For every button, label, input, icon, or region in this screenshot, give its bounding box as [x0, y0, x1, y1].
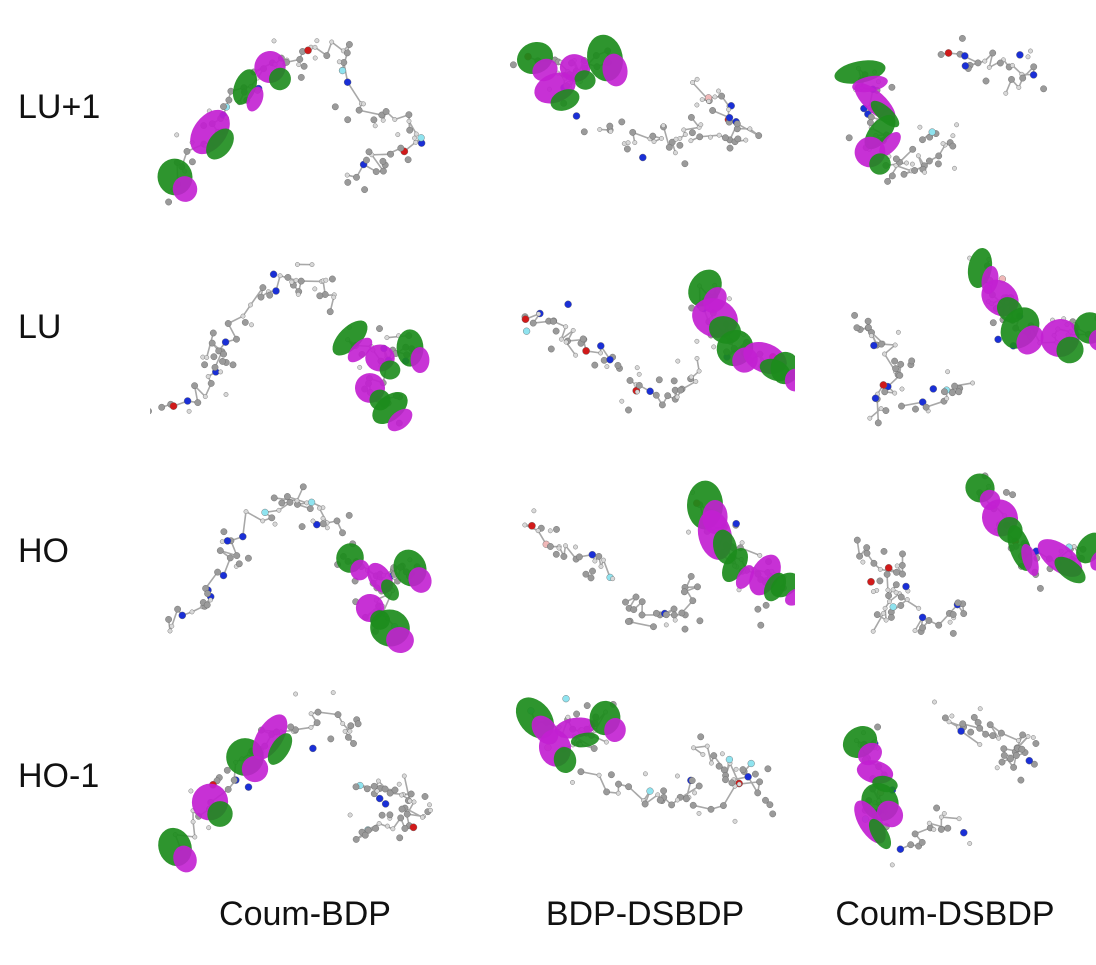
- orbital-cell-ho-coum-dsbdp: [820, 458, 1096, 658]
- orbital-cell-ho-coum-bdp: [150, 458, 450, 658]
- orbital-cell-ho-1-coum-dsbdp: [820, 682, 1096, 882]
- orbital-cell-lu-coum-dsbdp: [820, 238, 1096, 445]
- orbital-cell-lu-plus-1-coum-bdp: [150, 12, 450, 212]
- orbital-lobes: [687, 480, 805, 606]
- row-label-ho: HO: [18, 532, 69, 570]
- column-label-coum-bdp: Coum-BDP: [219, 895, 391, 933]
- orbital-lobes: [515, 697, 626, 774]
- column-label-coum-dsbdp: Coum-DSBDP: [835, 895, 1055, 933]
- row-label-lu-plus-1: LU+1: [18, 88, 101, 126]
- column-label-bdp-dsbdp: BDP-DSBDP: [545, 895, 745, 933]
- molecule-render: [851, 247, 1096, 445]
- row-label-ho-1: HO-1: [18, 757, 100, 795]
- orbital-cell-lu-coum-bdp: [127, 238, 450, 438]
- molecule-render: [834, 34, 1048, 185]
- orbital-lobes: [336, 543, 432, 653]
- orbital-cell-lu-bdp-dsbdp: [495, 248, 806, 448]
- orbital-lobes: [516, 34, 628, 111]
- orbital-lobes: [332, 320, 430, 432]
- row-label-lu: LU: [18, 308, 62, 346]
- orbital-cell-ho-1-bdp-dsbdp: [495, 688, 795, 888]
- orbital-cell-lu-plus-1-coum-dsbdp: [820, 12, 1096, 212]
- orbital-lobes: [834, 60, 901, 175]
- molecule-render: [127, 262, 430, 432]
- molecule-render: [509, 34, 763, 168]
- molecule-render: [842, 699, 1040, 868]
- atom-set: [172, 690, 433, 851]
- molecule-render: [157, 38, 426, 206]
- molecule-render: [515, 695, 777, 824]
- orbital-lobes: [688, 269, 806, 392]
- orbital-lobes: [842, 726, 904, 850]
- molecule-render: [522, 480, 805, 633]
- orbital-lobes: [967, 247, 1096, 364]
- orbital-cell-ho-bdp-dsbdp: [495, 465, 805, 665]
- orbital-lobes: [965, 473, 1096, 584]
- molecule-render: [158, 690, 433, 873]
- orbital-cell-lu-plus-1-bdp-dsbdp: [495, 28, 795, 228]
- molecule-render: [853, 472, 1096, 637]
- orbital-lobes: [157, 50, 291, 202]
- orbital-lobes: [158, 714, 293, 873]
- molecule-render: [521, 269, 806, 414]
- molecule-render: [165, 483, 432, 653]
- orbital-cell-ho-1-coum-bdp: [150, 682, 450, 882]
